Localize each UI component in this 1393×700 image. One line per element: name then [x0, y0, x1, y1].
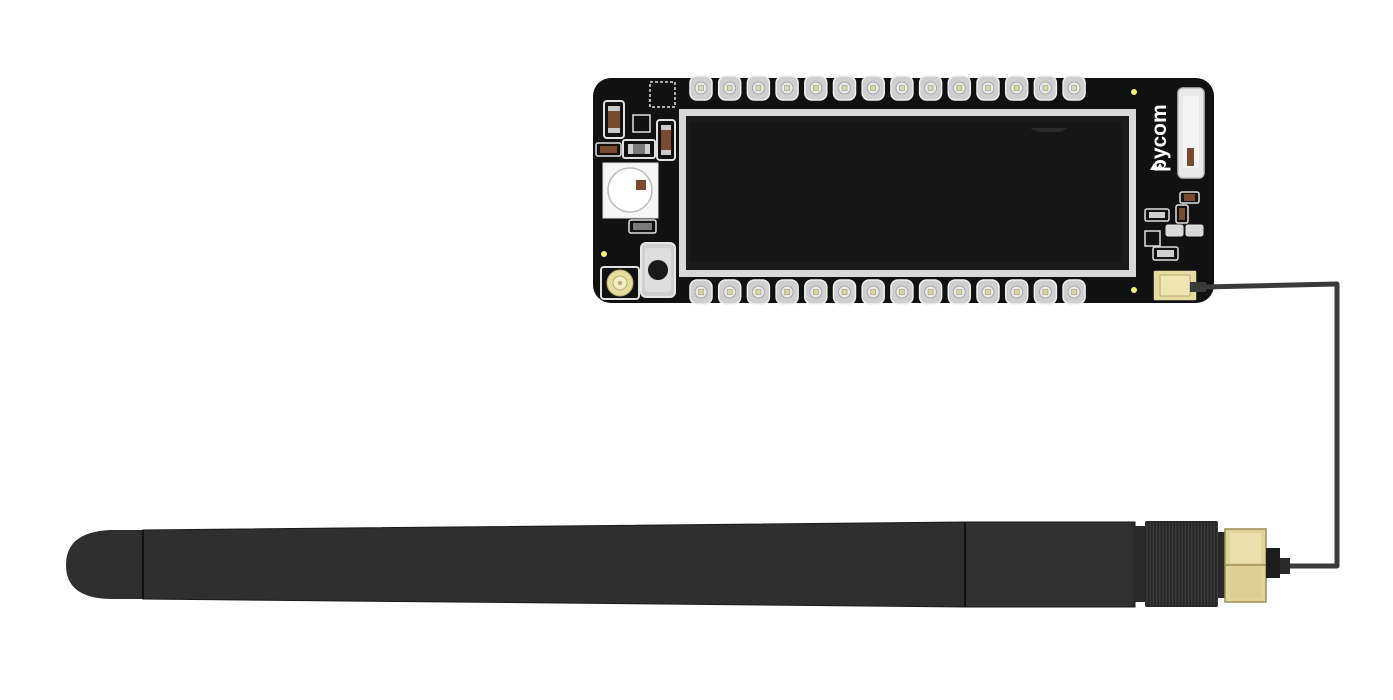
oled-display-inner [690, 122, 1122, 262]
header-pin-bottom-6 [832, 279, 857, 305]
header-pin-bottom-11 [976, 279, 1000, 305]
header-pin-top-10 [947, 75, 972, 101]
buzzer [602, 162, 659, 219]
brand-logo-mark [1150, 163, 1164, 170]
header-pin-bottom-12 [1004, 279, 1029, 305]
rf-switch [1177, 87, 1205, 179]
reset-button [640, 242, 676, 298]
display-reflection [1030, 128, 1068, 132]
header-pin-top-9 [918, 75, 943, 101]
antenna-joint [964, 521, 1136, 608]
antenna-cable [1203, 281, 1340, 569]
header-pin-bottom-9 [918, 279, 943, 305]
brand-logo-text: pycom [1148, 104, 1171, 172]
cable-strain-relief [1266, 548, 1280, 578]
header-pin-top-8 [890, 75, 914, 101]
resistor-center [622, 139, 656, 159]
header-pin-top-14 [1062, 75, 1086, 101]
sma-gold-nut [1224, 528, 1267, 603]
u-fl-connector-right [1152, 269, 1206, 302]
capacitor-vertical [603, 100, 625, 139]
resistor-below-buzzer [628, 219, 657, 234]
header-pin-top-12 [1004, 75, 1029, 101]
header-pin-bottom-14 [1062, 279, 1086, 305]
header-pin-top-4 [775, 75, 799, 101]
header-pin-top-3 [746, 75, 771, 101]
antenna-body [142, 521, 966, 608]
header-pin-top-7 [861, 75, 885, 101]
header-pin-top-6 [832, 75, 857, 101]
header-pin-bottom-7 [861, 279, 885, 305]
header-pins-top [689, 75, 1086, 101]
resistor-small-left [595, 142, 622, 157]
header-pin-bottom-10 [947, 279, 972, 305]
antenna-ring [1218, 532, 1225, 598]
header-pin-bottom-13 [1033, 279, 1058, 305]
header-pin-top-13 [1033, 75, 1058, 101]
chip-outline [649, 81, 676, 108]
led-yellow-top-right [1131, 89, 1137, 95]
header-pin-top-2 [717, 75, 742, 101]
header-pins-bottom [689, 279, 1086, 305]
header-pin-bottom-8 [890, 279, 914, 305]
antenna-tip [66, 530, 143, 599]
smd-resistors-right [1144, 191, 1204, 261]
ic-chip [632, 114, 651, 133]
header-pin-bottom-3 [746, 279, 771, 305]
pycom-board: pycom [593, 75, 1214, 305]
header-pin-bottom-2 [717, 279, 742, 305]
header-pin-bottom-4 [775, 279, 799, 305]
header-pin-bottom-5 [804, 279, 828, 305]
header-pin-top-11 [976, 75, 1000, 101]
cable-sleeve [1280, 558, 1290, 574]
header-pin-top-5 [804, 75, 828, 101]
antenna [66, 521, 1290, 608]
capacitor-vertical-2 [656, 119, 676, 161]
header-pin-top-1 [689, 75, 713, 101]
header-pin-bottom-1 [689, 279, 713, 305]
antenna-knurled-nut [1145, 521, 1219, 607]
led-yellow-bottom-right [1131, 287, 1137, 293]
antenna-collar [1133, 526, 1145, 602]
u-fl-connector-left [600, 266, 640, 300]
led-yellow-left [601, 251, 607, 257]
